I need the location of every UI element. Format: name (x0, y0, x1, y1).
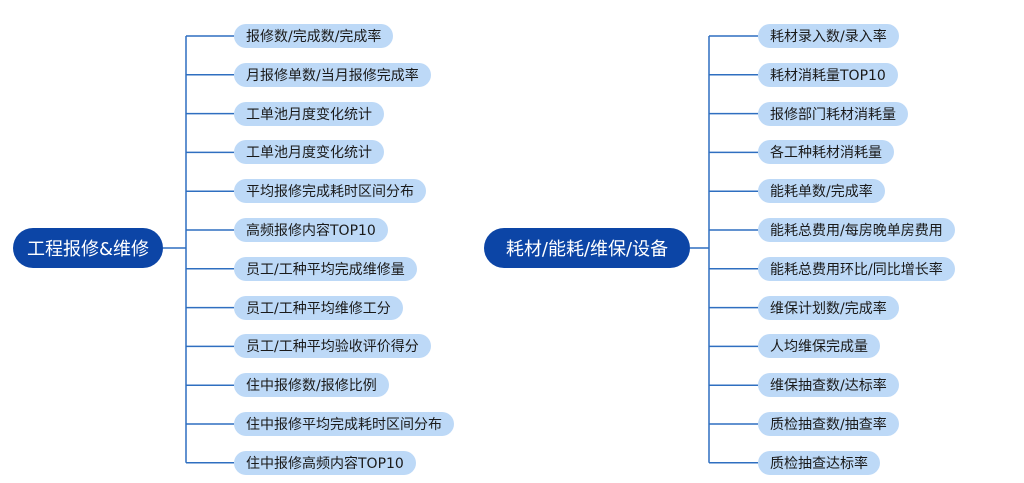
leaf-node: 住中报修平均完成耗时区间分布 (234, 412, 454, 436)
leaf-node: 质检抽查达标率 (758, 450, 880, 475)
leaf-node: 质检抽查数/抽查率 (758, 412, 899, 436)
leaf-node: 维保抽查数/达标率 (758, 373, 899, 398)
leaf-node: 住中报修高频内容TOP10 (234, 450, 416, 475)
leaf-node: 维保计划数/完成率 (758, 295, 899, 320)
leaf-node: 能耗单数/完成率 (758, 179, 885, 204)
leaf-node: 报修数/完成数/完成率 (234, 24, 394, 48)
leaf-node: 员工/工种平均完成维修量 (234, 256, 417, 281)
right-root-node: 耗材/能耗/维保/设备 (484, 228, 690, 268)
left-root-node: 工程报修&维修 (13, 228, 163, 268)
leaf-node: 耗材消耗量TOP10 (758, 62, 898, 87)
leaf-node: 各工种耗材消耗量 (758, 140, 894, 165)
leaf-node: 工单池月度变化统计 (234, 101, 384, 126)
leaf-node: 平均报修完成耗时区间分布 (234, 179, 426, 204)
leaf-node: 工单池月度变化统计 (234, 140, 384, 165)
leaf-node: 月报修单数/当月报修完成率 (234, 62, 431, 87)
leaf-node: 耗材录入数/录入率 (758, 24, 899, 48)
leaf-node: 员工/工种平均维修工分 (234, 295, 403, 320)
leaf-node: 高频报修内容TOP10 (234, 218, 388, 242)
leaf-node: 报修部门耗材消耗量 (758, 101, 908, 126)
leaf-node: 能耗总费用环比/同比增长率 (758, 256, 955, 281)
leaf-node: 能耗总费用/每房晚单房费用 (758, 218, 955, 242)
leaf-node: 住中报修数/报修比例 (234, 373, 389, 398)
leaf-node: 人均维保完成量 (758, 334, 880, 359)
leaf-node: 员工/工种平均验收评价得分 (234, 334, 431, 359)
